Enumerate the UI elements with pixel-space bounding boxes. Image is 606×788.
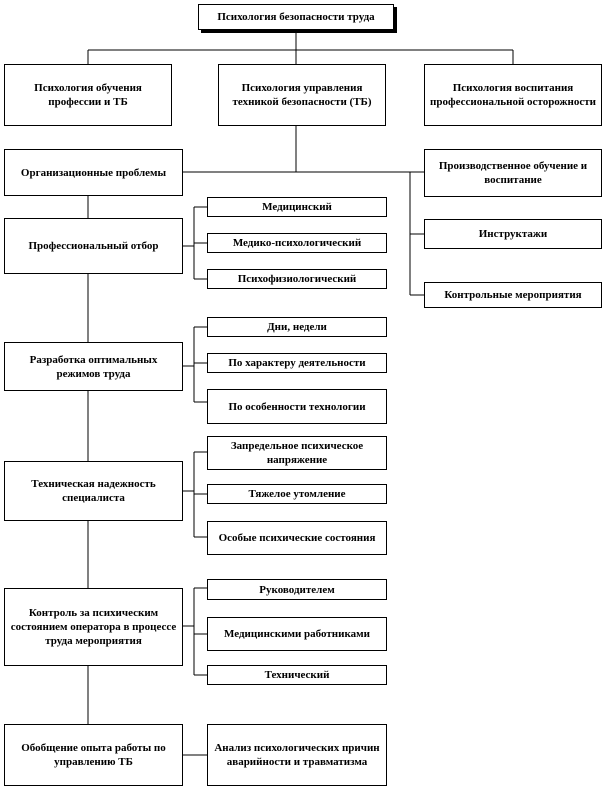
reliability-box: Техническая надежность специалиста <box>4 461 183 521</box>
selection-box: Профессиональный отбор <box>4 218 183 274</box>
root-box: Психология безопасности труда <box>198 4 394 30</box>
psychophys-box: Психофизиологический <box>207 269 387 289</box>
overstrain-box: Запредельное психическое напряжение <box>207 436 387 470</box>
technical-box: Технический <box>207 665 387 685</box>
managers-box: Руководителем <box>207 579 387 600</box>
medical-box: Медицинский <box>207 197 387 217</box>
special-states-box: Особые психические состояния <box>207 521 387 555</box>
tech-features-box: По особенности технологии <box>207 389 387 424</box>
training-box: Психология обучения профессии и ТБ <box>4 64 172 126</box>
organizational-box: Организационные проблемы <box>4 149 183 196</box>
management-box: Психология управления техникой безопасно… <box>218 64 386 126</box>
control-measures-box: Контрольные мероприятия <box>424 282 602 308</box>
production-training-box: Производственное обучение и воспитание <box>424 149 602 197</box>
medics-box: Медицинскими работниками <box>207 617 387 651</box>
instructions-box: Инструктажи <box>424 219 602 249</box>
regimes-box: Разработка оптимальных режимов труда <box>4 342 183 391</box>
days-box: Дни, недели <box>207 317 387 337</box>
analysis-box: Анализ психологических причин аварийност… <box>207 724 387 786</box>
caution-box: Психология воспитания профессиональной о… <box>424 64 602 126</box>
medpsych-box: Медико-психологический <box>207 233 387 253</box>
fatigue-box: Тяжелое утомление <box>207 484 387 504</box>
control-state-box: Контроль за психическим состоянием опера… <box>4 588 183 666</box>
activity-box: По характеру деятельности <box>207 353 387 373</box>
experience-box: Обобщение опыта работы по управлению ТБ <box>4 724 183 786</box>
